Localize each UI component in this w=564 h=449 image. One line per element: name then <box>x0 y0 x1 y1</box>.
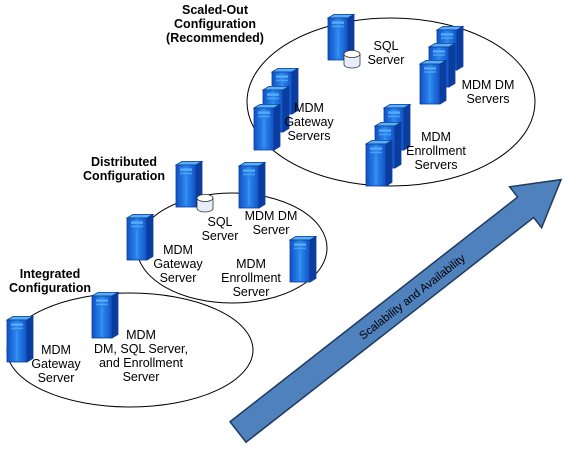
scaled-dm-server-icon <box>418 59 448 105</box>
distributed-gateway-server-icon <box>125 213 155 261</box>
distributed-dm-server-icon <box>237 161 267 209</box>
servers-layer <box>5 13 465 363</box>
scaled-enrollment-server-icon <box>364 139 394 187</box>
scaled-gateway-server-icon <box>252 103 282 151</box>
scaled-database-icon <box>343 50 361 69</box>
arrow-label: Scalability and Availability <box>357 252 468 342</box>
distributed-enrollment-server-icon <box>288 235 318 283</box>
scaled-sql-server-icon <box>326 13 356 61</box>
distributed-database-icon <box>196 193 214 213</box>
integrated-gateway-server-icon <box>5 315 35 363</box>
integrated-combined-server-icon <box>90 291 120 339</box>
